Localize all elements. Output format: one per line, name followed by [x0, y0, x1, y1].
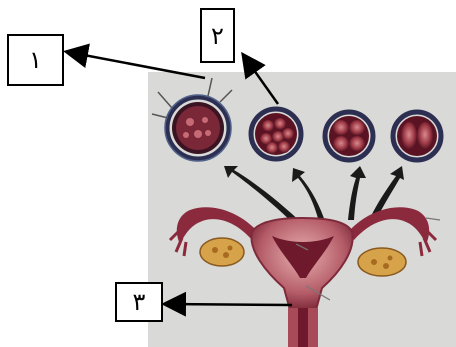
arrow-to-uterus	[166, 304, 292, 305]
four-cell-stage	[325, 112, 373, 160]
label-3-text: ٣	[133, 288, 146, 316]
label-box-1: ١	[7, 34, 64, 86]
two-cell-stage	[393, 112, 441, 160]
arrow-to-zygote	[68, 52, 205, 78]
label-2-text: ٢	[211, 22, 224, 50]
right-ovary	[358, 248, 406, 276]
left-ovary	[200, 238, 244, 266]
label-box-3: ٣	[115, 282, 163, 322]
label-box-2: ٢	[200, 8, 235, 63]
morula-stage	[251, 109, 301, 159]
label-1-text: ١	[29, 46, 42, 74]
